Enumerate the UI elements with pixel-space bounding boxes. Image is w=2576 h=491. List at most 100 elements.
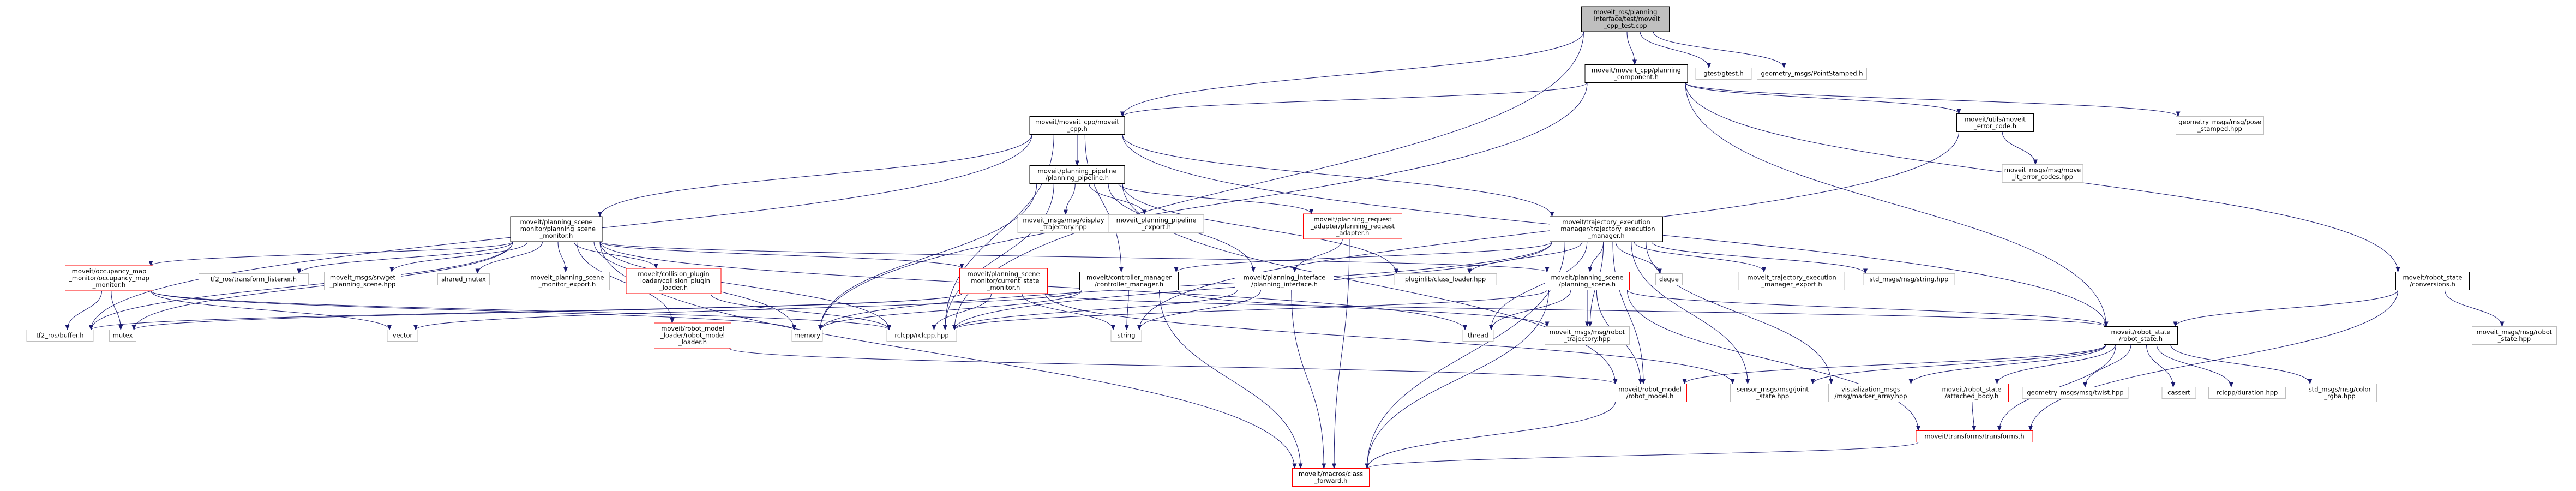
node-pp[interactable]: moveit/planning_pipeline/planning_pipeli… xyxy=(1029,165,1125,184)
edge-psm-to-shared_mutex xyxy=(475,241,543,274)
edge-pp-to-classloader xyxy=(1122,183,1398,274)
node-std_color[interactable]: std_msgs/msg/color_rgba.hpp xyxy=(2303,384,2377,402)
node-rs[interactable]: moveit/robot_state/robot_state.h xyxy=(2104,326,2178,345)
node-psm[interactable]: moveit/planning_scene_monitor/planning_s… xyxy=(510,216,603,242)
node-box xyxy=(1757,68,1867,80)
node-moveit_codes[interactable]: moveit_msgs/msg/move_it_error_codes.hpp xyxy=(2002,164,2083,183)
node-box xyxy=(1394,273,1497,285)
node-rclcpp_duration[interactable]: rclcpp/duration.hpp xyxy=(2208,387,2286,399)
edge-pi-to-rclcpp xyxy=(952,290,1238,331)
edge-ctrl_mgr-to-string xyxy=(1124,290,1129,331)
node-rs_attached[interactable]: moveit/robot_state/attached_body.h xyxy=(1935,384,2009,402)
edge-coll_loader-to-rclcpp xyxy=(710,293,891,331)
node-box xyxy=(1863,273,1955,285)
node-string[interactable]: string xyxy=(1110,330,1142,342)
node-label-line: geometry_msgs/msg/pose xyxy=(2178,118,2261,126)
node-deque[interactable]: deque xyxy=(1655,273,1683,285)
node-label-line: _monitor/current_state xyxy=(968,277,1040,285)
node-mm_robot_traj[interactable]: moveit_msgs/msg/robot_trajectory.hpp xyxy=(1545,326,1630,345)
edge-rs_attached-to-transforms xyxy=(1972,402,1977,432)
node-mcpp[interactable]: moveit/moveit_cpp/moveit_cpp.h xyxy=(1029,116,1125,135)
node-gm_twist[interactable]: geometry_msgs/msg/twist.hpp xyxy=(2022,387,2129,399)
node-box xyxy=(2022,387,2129,399)
node-label-line: _cpp.h xyxy=(1066,125,1088,133)
node-tem[interactable]: moveit/trajectory_execution_manager/traj… xyxy=(1550,216,1663,242)
node-root: moveit_ros/planning_interface/test/movei… xyxy=(1581,6,1670,32)
node-box xyxy=(26,330,94,342)
node-box xyxy=(1079,272,1179,290)
node-label-line: _state.hpp xyxy=(1756,392,1789,400)
node-pi[interactable]: moveit/planning_interface/planning_inter… xyxy=(1235,272,1334,290)
edge-psm-to-ps xyxy=(599,241,1549,273)
node-mm_robot_state[interactable]: moveit_msgs/msg/robot_state.hpp xyxy=(2472,326,2557,345)
node-label-line: shared_mutex xyxy=(441,276,486,283)
node-box xyxy=(959,268,1048,294)
node-box xyxy=(1695,68,1752,80)
node-label-line: pluginlib/class_loader.hpp xyxy=(1405,276,1486,283)
node-classloader[interactable]: pluginlib/class_loader.hpp xyxy=(1394,273,1497,285)
node-gm_pose[interactable]: geometry_msgs/msg/pose_stamped.hpp xyxy=(2176,116,2264,135)
node-macros[interactable]: moveit/macros/class_forward.h xyxy=(1292,468,1370,487)
node-occ[interactable]: moveit/occupancy_map_monitor/occupancy_m… xyxy=(65,265,153,291)
node-pra[interactable]: moveit/planning_request_adapter/planning… xyxy=(1303,213,1402,239)
node-rm[interactable]: moveit/robot_model/robot_model.h xyxy=(1613,384,1687,402)
node-label-line: _rgba.hpp xyxy=(2323,392,2355,400)
node-mcpp_pc[interactable]: moveit/moveit_cpp/planning_component.h xyxy=(1584,64,1688,83)
node-csm[interactable]: moveit/planning_scene_monitor/current_st… xyxy=(959,268,1048,294)
node-te_export[interactable]: moveit_trajectory_execution_manager_expo… xyxy=(1738,272,1845,290)
node-label-line: std_msgs/msg/string.hpp xyxy=(1870,276,1949,283)
node-thread[interactable]: thread xyxy=(1462,330,1494,342)
node-label-line: deque xyxy=(1659,276,1679,283)
node-label-line: cassert xyxy=(2167,389,2190,397)
node-pp_export[interactable]: moveit_planning_pipeline_export.h xyxy=(1108,214,1204,233)
node-label-line: moveit/macros/class xyxy=(1299,470,1363,478)
edge-tem-to-te_export xyxy=(1634,241,1766,273)
node-mm_display[interactable]: moveit_msgs/msg/display_trajectory.hpp xyxy=(1017,214,1110,233)
edge-psm-to-tf2_listener xyxy=(297,241,513,274)
node-vm_marker[interactable]: visualization_msgs/msg/marker_array.hpp xyxy=(1828,384,1913,402)
node-ctrl_mgr[interactable]: moveit/controller_manager/controller_man… xyxy=(1079,272,1179,290)
node-rml_loader[interactable]: moveit/robot_model_loader/robot_model_lo… xyxy=(654,322,731,349)
node-label-line: _component.h xyxy=(1613,73,1659,81)
node-psm_export[interactable]: moveit_planning_scene_monitor_export.h xyxy=(525,272,610,290)
node-std_string[interactable]: std_msgs/msg/string.hpp xyxy=(1863,273,1955,285)
node-gtest[interactable]: gtest/gtest.h xyxy=(1695,68,1752,80)
node-rsc[interactable]: moveit/robot_state/conversions.h xyxy=(2395,272,2470,290)
edge-psm-to-rclcpp xyxy=(599,241,891,331)
node-mutex[interactable]: mutex xyxy=(109,330,136,342)
edge-ctrl_mgr-to-macros xyxy=(1159,290,1303,469)
edge-ps-to-macros xyxy=(1365,290,1549,469)
node-label-line: _adapter/planning_request xyxy=(1310,223,1395,230)
node-label-line: moveit/utils/moveit xyxy=(1965,116,2026,123)
edge-transforms-to-macros xyxy=(1365,442,1919,469)
node-shared_mutex[interactable]: shared_mutex xyxy=(437,273,490,285)
node-moveit_error[interactable]: moveit/utils/moveit_error_code.h xyxy=(1956,113,2034,132)
node-mm_get_ps[interactable]: moveit_msgs/srv/get_planning_scene.hpp xyxy=(324,272,401,290)
node-tf2_buffer[interactable]: tf2_ros/buffer.h xyxy=(26,330,94,342)
node-label-line: gtest/gtest.h xyxy=(1703,70,1744,77)
node-tf2_listener[interactable]: tf2_ros/transform_listener.h xyxy=(199,273,309,285)
node-box xyxy=(1108,214,1204,233)
edge-ps-to-rclcpp xyxy=(952,290,1547,331)
node-label-line: _state.hpp xyxy=(2497,335,2531,343)
edge-pp-to-pra xyxy=(1118,183,1314,214)
edge-csm-to-rclcpp xyxy=(932,293,992,331)
edge-mcpp_pc-to-moveit_error xyxy=(1685,82,1961,115)
node-coll_loader[interactable]: moveit/collision_plugin_loader/collision… xyxy=(626,268,722,294)
node-label-line: moveit/robot_state xyxy=(1942,386,2002,393)
node-label-line: _loader.h xyxy=(659,284,688,291)
edge-pi-to-macros xyxy=(1291,290,1326,469)
node-label-line: moveit/planning_pipeline xyxy=(1038,167,1117,175)
node-rclcpp[interactable]: rclcpp/rclcpp.hpp xyxy=(886,330,957,342)
node-transforms[interactable]: moveit/transforms/transforms.h xyxy=(1916,430,2033,442)
node-box xyxy=(1613,384,1687,402)
node-vector[interactable]: vector xyxy=(387,330,418,342)
node-gm_point[interactable]: geometry_msgs/PointStamped.h xyxy=(1757,68,1867,80)
edge-rs-to-gm_twist xyxy=(2083,344,2131,388)
node-cassert[interactable]: cassert xyxy=(2161,387,2196,399)
node-label-line: moveit/planning_interface xyxy=(1244,274,1326,282)
node-ps[interactable]: moveit/planning_scene/planning_scene.h xyxy=(1545,272,1630,290)
edge-tem-to-memory xyxy=(818,241,1552,331)
node-memory[interactable]: memory xyxy=(791,330,823,342)
node-sm_joint[interactable]: sensor_msgs/msg/joint_state.hpp xyxy=(1730,384,1815,402)
